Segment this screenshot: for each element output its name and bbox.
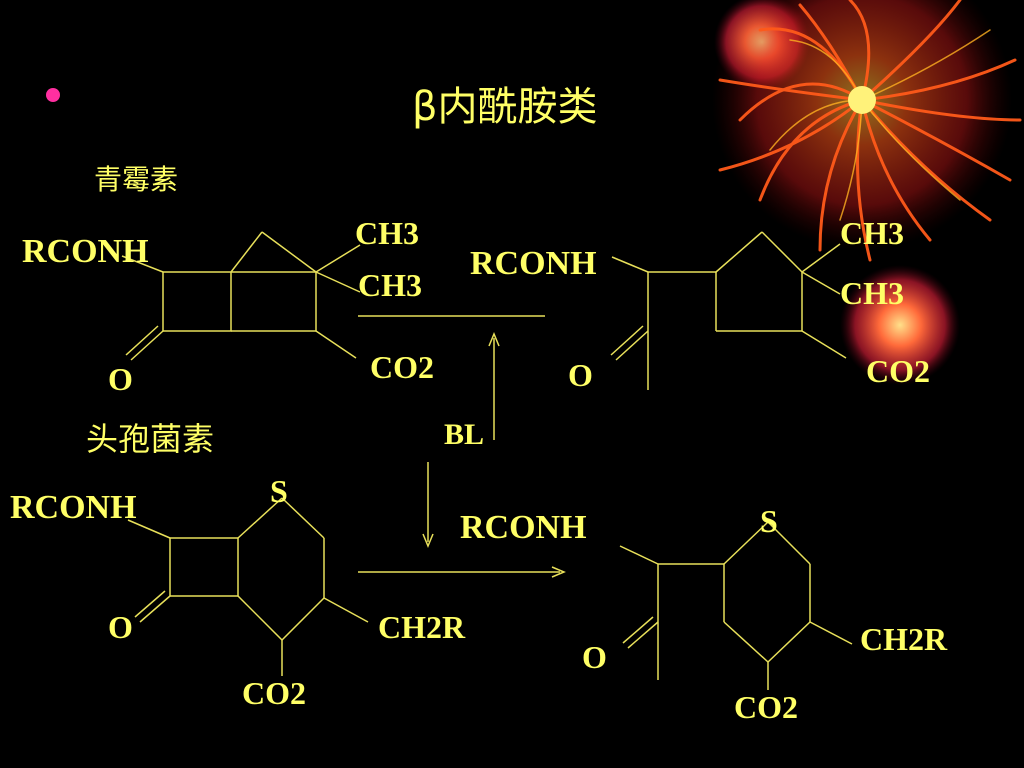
bullet-icon (46, 88, 60, 102)
s3-rconh-label: RCONH (10, 489, 137, 526)
cephalosporin-heading: 头孢菌素 (86, 420, 215, 458)
arrow-down-head-icon (422, 533, 434, 548)
s1-ch3-lower-label: CH3 (358, 267, 422, 303)
s1-co2-label: CO2 (370, 349, 434, 385)
s1-o-label: O (108, 361, 133, 397)
s3-o-label: O (108, 609, 133, 645)
s4-co2-label: CO2 (734, 689, 798, 725)
s2-rconh-label: RCONH (470, 245, 597, 282)
slide-title: β内酰胺类 (412, 84, 598, 130)
firework-decoration-icon (712, 0, 1022, 385)
penicillin-heading: 青霉素 (94, 163, 179, 196)
cephalosporin-structure (127, 497, 369, 676)
s2-ch3-lower-label: CH3 (840, 275, 904, 311)
bl-label: BL (444, 418, 484, 451)
arrow-right-head-icon (551, 566, 566, 578)
s4-s-label: S (760, 503, 778, 539)
s4-rconh-label: RCONH (460, 509, 587, 546)
s1-ch3-upper-label: CH3 (355, 215, 419, 251)
arrow-up-head-icon (488, 332, 500, 347)
opened-cephalosporin-structure (619, 521, 853, 690)
s3-co2-label: CO2 (242, 675, 306, 711)
s2-o-label: O (568, 357, 593, 393)
penicilloic-acid-structure (610, 231, 847, 390)
s3-s-label: S (270, 473, 288, 509)
s1-rconh-label: RCONH (22, 233, 149, 270)
penicillin-structure (121, 231, 361, 361)
s3-ch2r-label: CH2R (378, 609, 466, 645)
s4-o-label: O (582, 639, 607, 675)
s2-co2-label: CO2 (866, 353, 930, 389)
reaction-arrows (358, 315, 566, 578)
s2-ch3-upper-label: CH3 (840, 215, 904, 251)
s4-ch2r-label: CH2R (860, 621, 948, 657)
